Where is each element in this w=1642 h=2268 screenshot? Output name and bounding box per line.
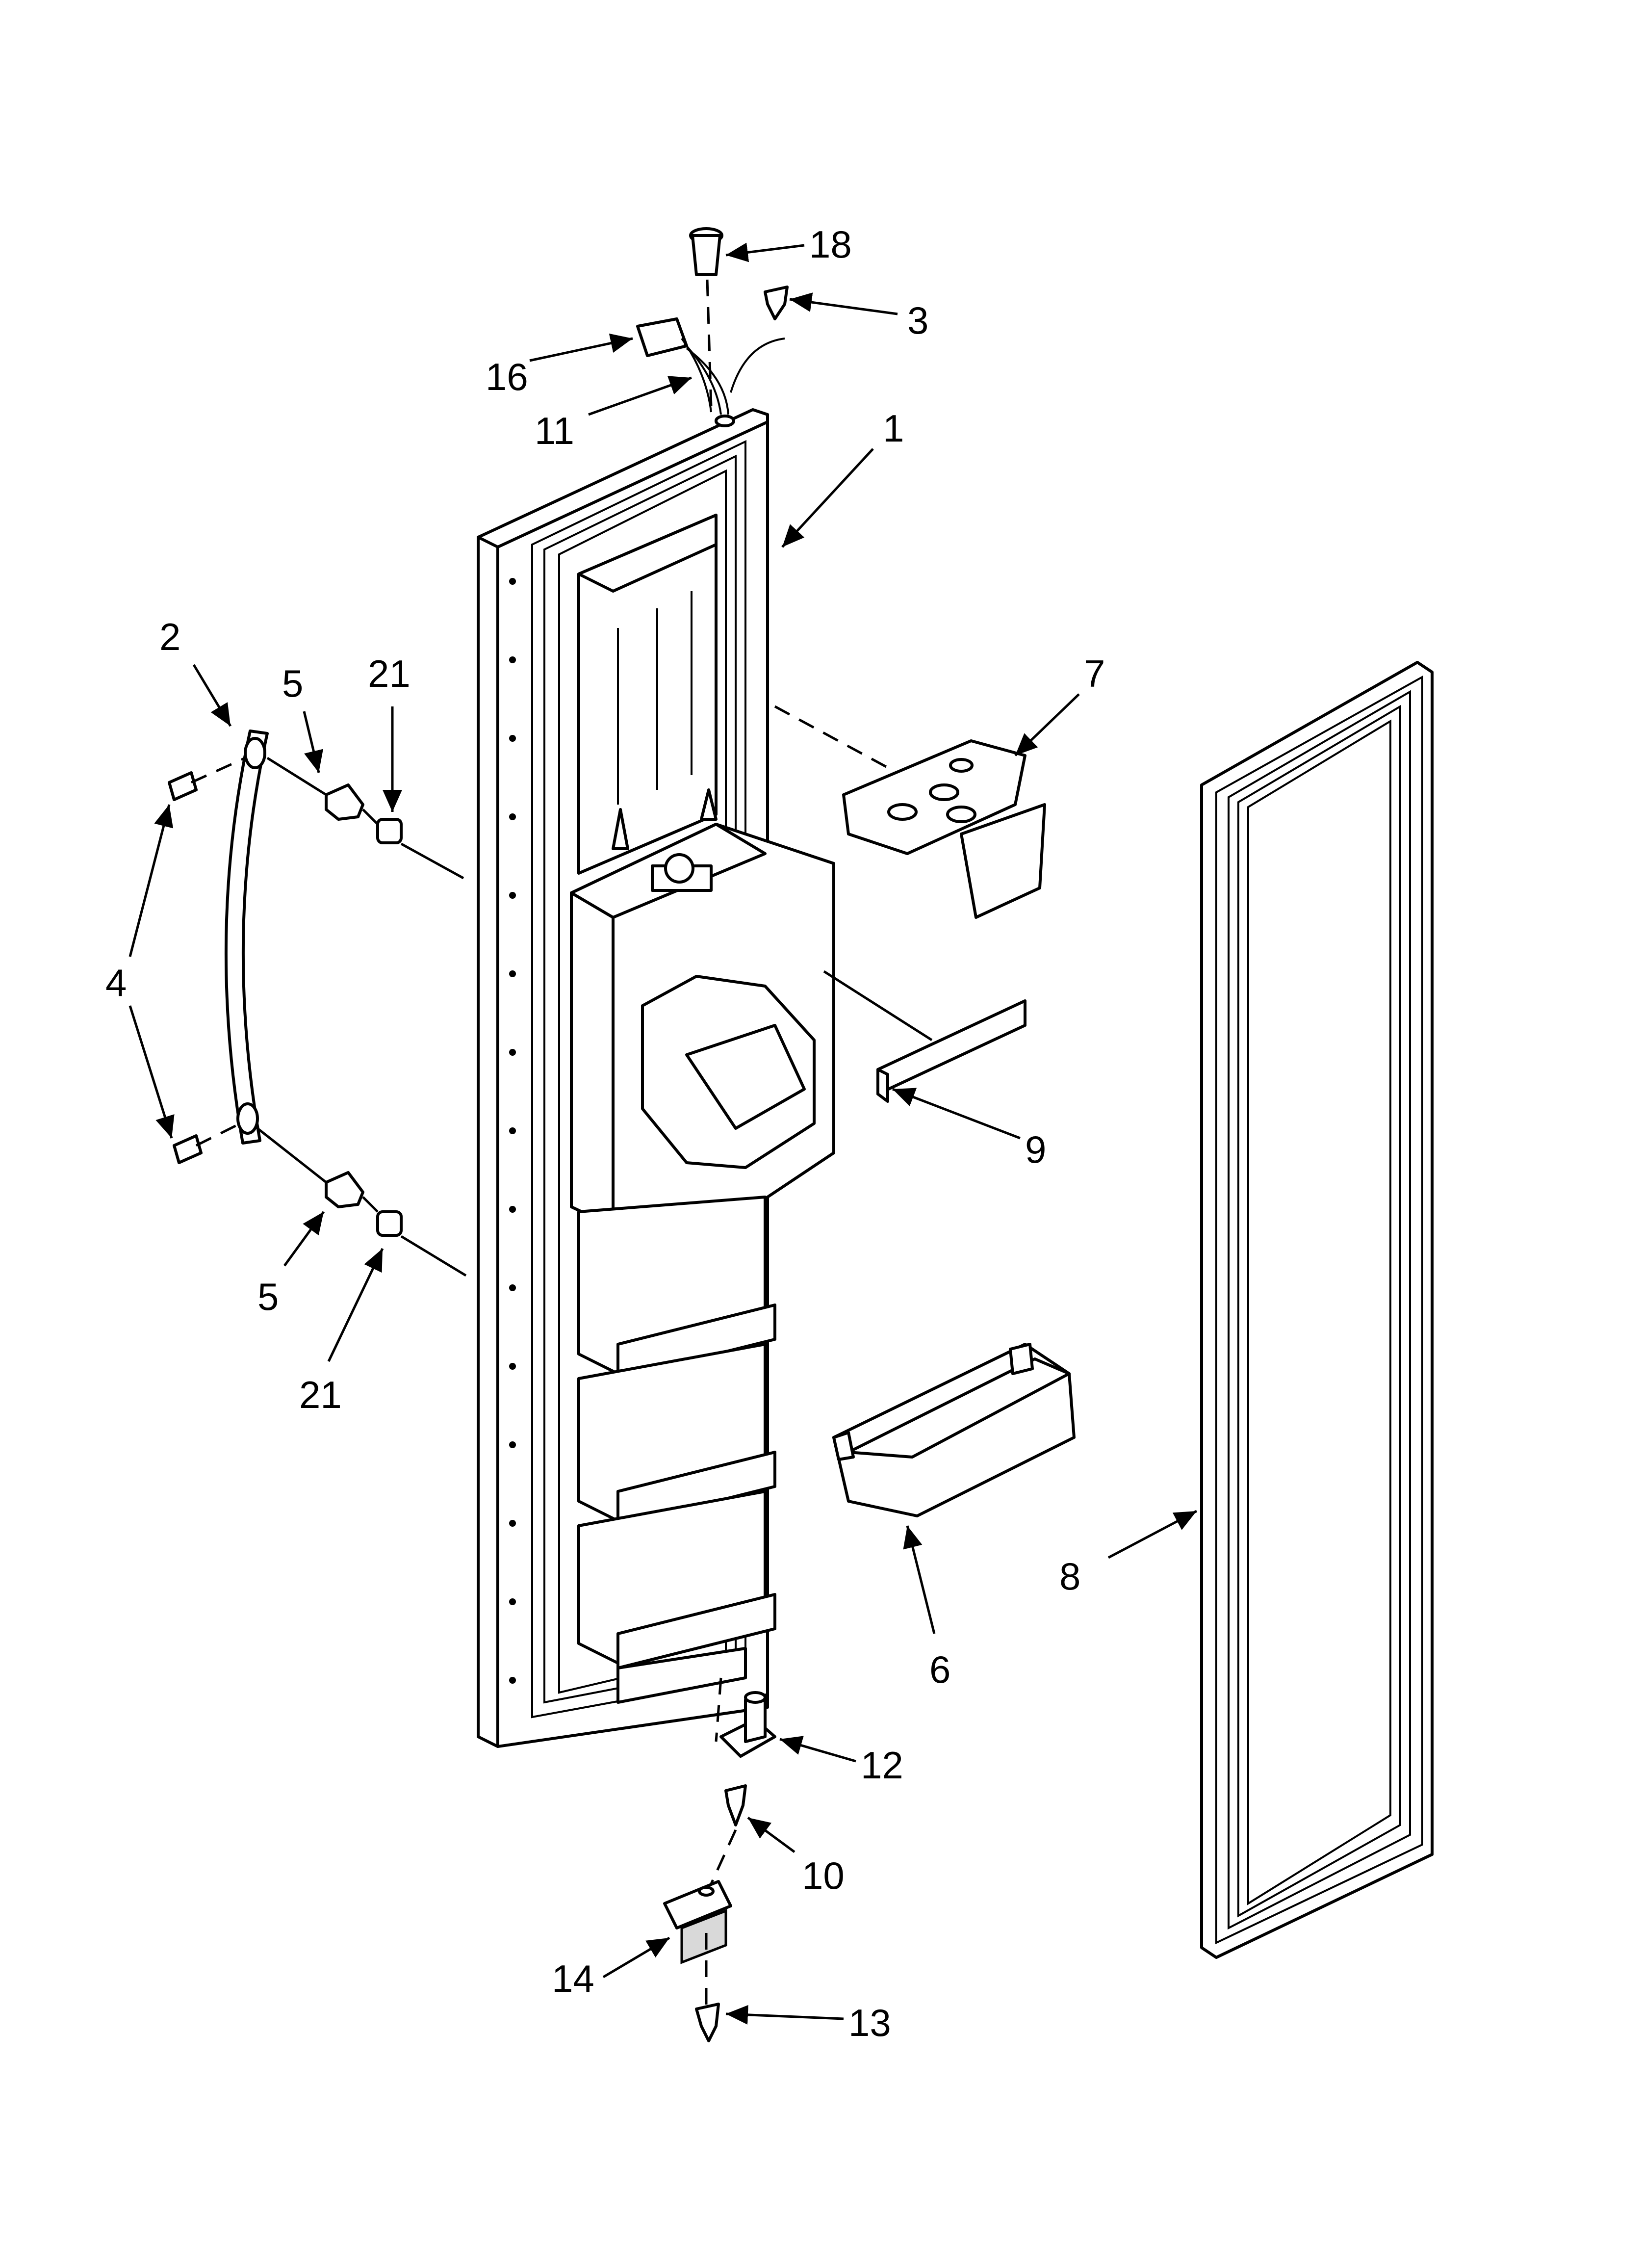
lower-hinge-bracket: [663, 1880, 732, 1964]
callout-14: 14: [552, 1957, 594, 2000]
callout-12: 12: [861, 1744, 903, 1787]
callout-5-upper: 5: [282, 662, 303, 705]
door-gasket: [1200, 661, 1434, 1959]
callout-5-lower: 5: [257, 1275, 279, 1318]
callout-2: 2: [159, 615, 180, 658]
callout-21-upper: 21: [368, 652, 410, 695]
handle-spacers: [376, 818, 403, 1237]
callout-6: 6: [929, 1648, 950, 1691]
dispenser-cover-plate: [842, 739, 1046, 919]
callout-13: 13: [848, 2001, 891, 2044]
callout-8: 8: [1059, 1555, 1080, 1598]
callout-7: 7: [1084, 652, 1105, 695]
bracket-screw: [695, 2003, 720, 2042]
callout-4: 4: [105, 961, 127, 1004]
callout-21-lower: 21: [299, 1373, 342, 1416]
callout-11: 11: [535, 409, 574, 452]
plug-button: [689, 227, 723, 276]
callout-18: 18: [809, 223, 852, 266]
hinge-screw: [724, 1784, 747, 1826]
top-screw: [764, 286, 789, 320]
callout-1: 1: [883, 407, 904, 450]
wire-harness-connector: [636, 317, 785, 415]
callout-16: 16: [486, 355, 528, 398]
dispenser-trim: [876, 999, 1026, 1103]
callout-9: 9: [1025, 1128, 1046, 1171]
callout-3: 3: [907, 299, 928, 342]
set-screws: [168, 771, 203, 1164]
handle-screws: [325, 783, 364, 1208]
door-bin-shelves: [577, 1196, 776, 1704]
door-bin: [832, 1343, 1076, 1517]
callout-10: 10: [802, 1854, 845, 1897]
door-handle: [224, 730, 269, 1145]
door-assembly: [477, 408, 835, 1748]
lower-hinge-pin: [719, 1691, 776, 1758]
door-edge-studs: [509, 578, 516, 1684]
